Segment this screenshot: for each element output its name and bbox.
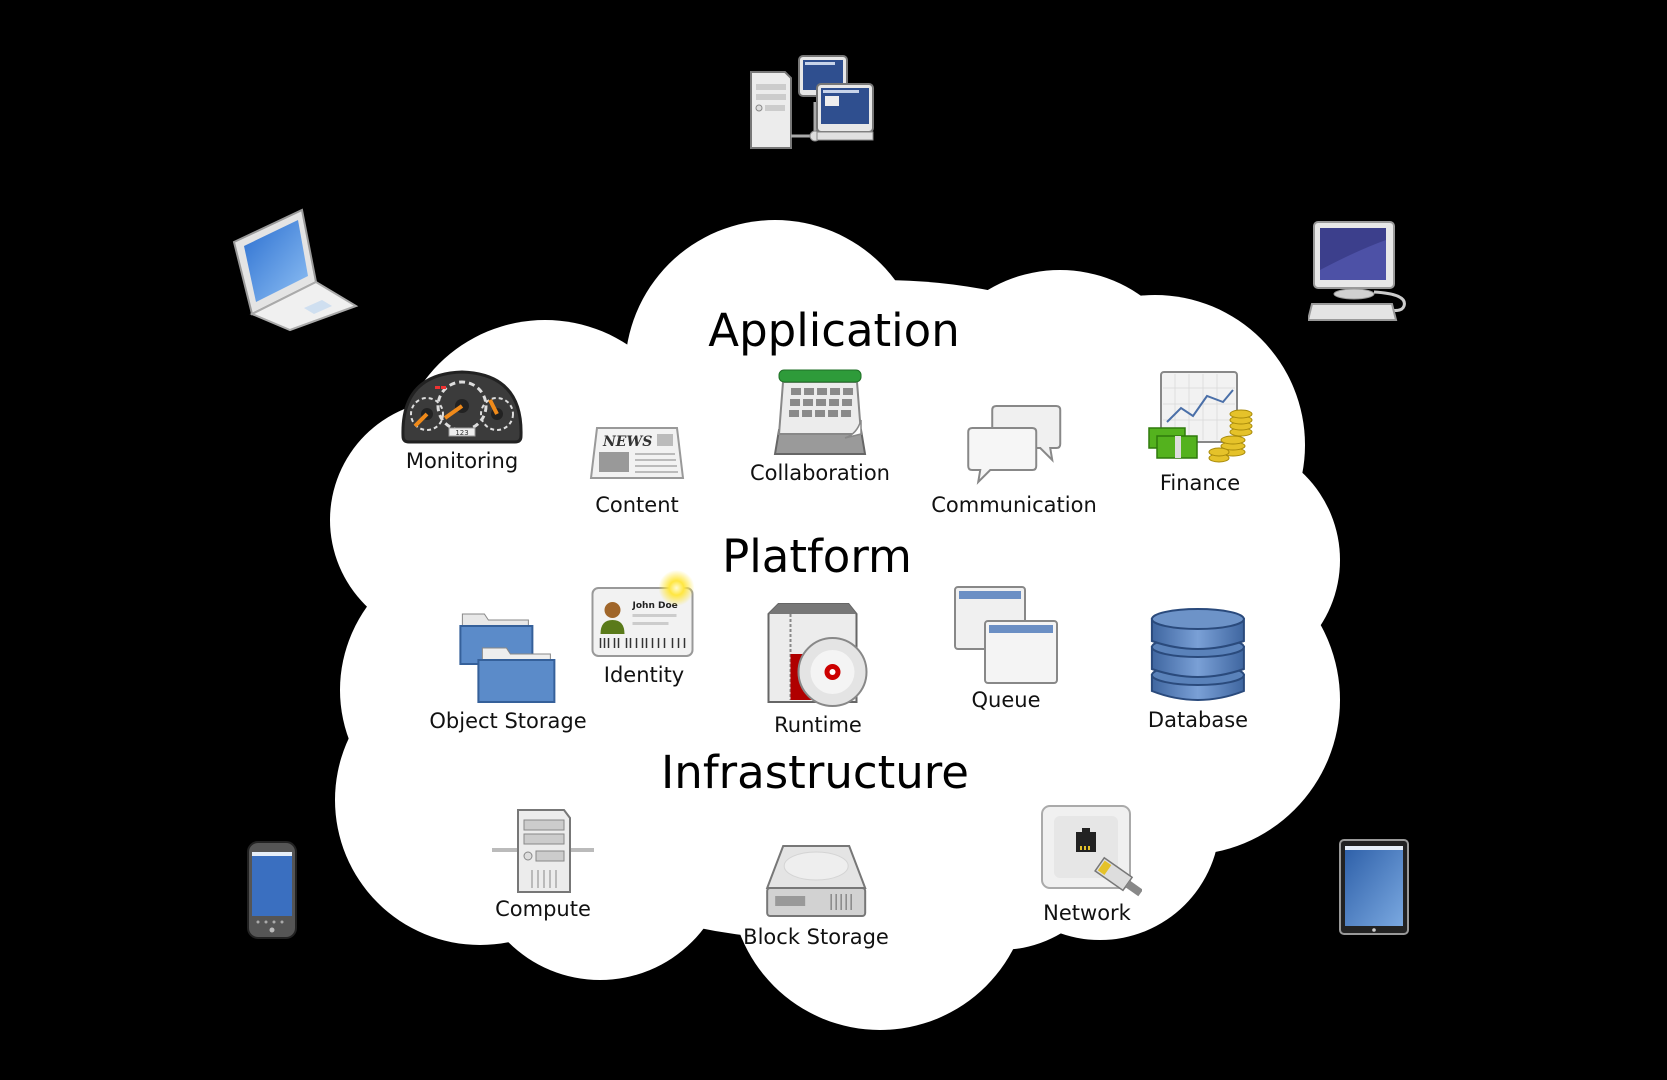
desktop-computer-icon: [1308, 221, 1406, 321]
finance-chart-money-icon: [1148, 371, 1253, 463]
service-label: Communication: [931, 493, 1097, 517]
service-label: Database: [1147, 708, 1249, 732]
odometer-text: 123: [455, 429, 468, 437]
newspaper-icon: NEWS: [589, 427, 685, 479]
service-monitoring: 123 Monitoring: [397, 366, 527, 473]
id-card-icon: John Doe: [591, 570, 695, 657]
service-queue: Queue: [951, 585, 1061, 712]
service-compute: Compute: [488, 804, 598, 921]
service-label: Monitoring: [405, 449, 519, 473]
service-collaboration: Collaboration: [750, 368, 890, 485]
smartphone-icon: [247, 841, 297, 939]
service-communication: Communication: [931, 400, 1097, 517]
news-text: NEWS: [602, 434, 652, 450]
service-content: NEWS Content: [587, 420, 687, 517]
server-workstations-icon: [750, 55, 874, 149]
speech-bubbles-icon: [967, 405, 1061, 485]
service-label: Network: [1043, 901, 1131, 925]
service-block-storage: Block Storage: [743, 842, 889, 949]
service-network: Network: [1032, 802, 1142, 925]
tablet-icon: [1339, 839, 1409, 935]
database-cylinder-icon: [1150, 608, 1245, 701]
service-label: Block Storage: [743, 925, 889, 949]
runtime-package-disc-icon: [767, 603, 868, 707]
server-tower-icon: [492, 809, 594, 893]
service-label: Runtime: [774, 713, 862, 737]
service-label: Content: [595, 493, 679, 517]
service-label: Collaboration: [750, 461, 890, 485]
service-label: Queue: [971, 688, 1041, 712]
service-label: Identity: [603, 663, 685, 687]
network-port-icon: [1041, 805, 1142, 897]
service-database: Database: [1148, 605, 1248, 732]
id-card-name: John Doe: [632, 601, 678, 611]
folders-icon: [458, 613, 555, 703]
service-label: Compute: [495, 897, 591, 921]
layer-title-platform: Platform: [722, 530, 912, 583]
dashboard-gauge-icon: 123: [401, 370, 523, 444]
service-label: Finance: [1159, 471, 1241, 495]
layer-title-application: Application: [708, 304, 960, 357]
service-label: Object Storage: [429, 709, 587, 733]
service-identity: John Doe Identity: [587, 570, 702, 687]
queue-windows-icon: [954, 586, 1058, 684]
layer-title-infrastructure: Infrastructure: [661, 746, 969, 799]
service-runtime: Runtime: [761, 600, 876, 737]
service-object-storage: Object Storage: [429, 606, 587, 733]
laptop-icon: [232, 208, 359, 332]
hard-drive-icon: [765, 845, 867, 917]
calendar-icon: [773, 369, 867, 455]
service-finance: Finance: [1145, 368, 1255, 495]
